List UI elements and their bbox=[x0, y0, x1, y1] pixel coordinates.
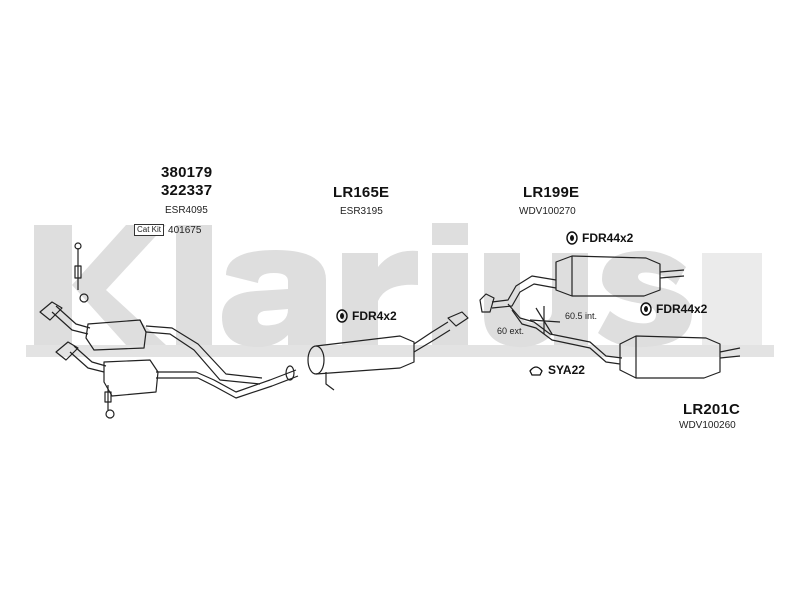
dim-int: 60.5 int. bbox=[565, 311, 598, 321]
rear2-code: LR201C bbox=[683, 401, 741, 418]
rubber-hanger-icon bbox=[336, 309, 348, 323]
middle-mount-label: FDR4x2 bbox=[352, 309, 397, 323]
rear1-mount-right: FDR44x2 bbox=[640, 302, 707, 316]
rubber-hanger-icon bbox=[566, 231, 578, 245]
oxygen-sensor-lower-icon bbox=[104, 385, 115, 419]
rear-silencer-2 bbox=[619, 335, 741, 379]
front-pipe-lower bbox=[55, 341, 299, 399]
front-code-2: 322337 bbox=[161, 182, 213, 199]
rear1-mount-right-label: FDR44x2 bbox=[656, 302, 708, 316]
dim-ext: 60 ext. bbox=[497, 326, 525, 336]
rear1-clamp-label: SYA22 bbox=[548, 363, 585, 377]
clamp-icon bbox=[529, 366, 543, 376]
cat-kit-value: 401675 bbox=[168, 224, 202, 236]
middle-ref: ESR3195 bbox=[340, 206, 383, 217]
middle-code: LR165E bbox=[333, 184, 390, 201]
middle-silencer bbox=[307, 311, 469, 391]
cat-kit-badge: Cat Kit bbox=[134, 224, 165, 236]
middle-mount: FDR4x2 bbox=[336, 309, 397, 323]
rear1-code: LR199E bbox=[523, 184, 580, 201]
oxygen-sensor-upper-icon bbox=[74, 242, 89, 303]
rear2-ref: WDV100260 bbox=[679, 420, 736, 431]
joint-dimension-marker bbox=[529, 306, 561, 335]
rear1-mount-top: FDR44x2 bbox=[566, 231, 633, 245]
klarius-watermark bbox=[26, 223, 774, 357]
front-pipe-upper bbox=[39, 301, 263, 385]
front-code-1: 380179 bbox=[161, 164, 213, 181]
rear1-mount-top-label: FDR44x2 bbox=[582, 231, 634, 245]
rear-silencer-1 bbox=[479, 255, 685, 365]
rear1-clamp: SYA22 bbox=[528, 363, 585, 377]
rubber-hanger-icon bbox=[640, 302, 652, 316]
front-ref: ESR4095 bbox=[165, 205, 208, 216]
rear1-ref: WDV100270 bbox=[519, 206, 576, 217]
cat-kit-row: Cat Kit 401675 bbox=[134, 224, 201, 236]
